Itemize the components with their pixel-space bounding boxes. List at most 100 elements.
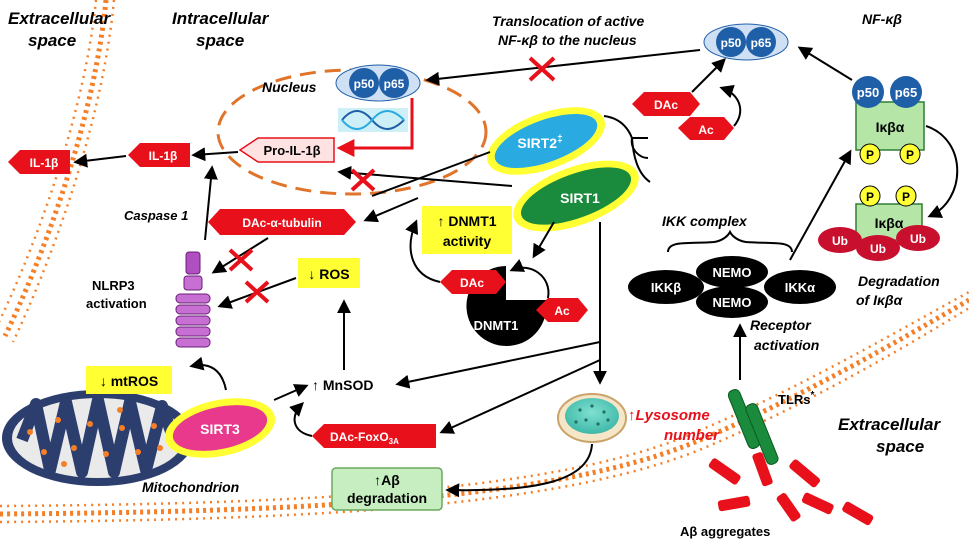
cyto-p50-label: p50 [721,36,742,50]
intracellular-label: Intracellular [172,9,270,28]
nucleus-p50-p65-dimer: p50 p65 [335,64,421,102]
membrane-left [0,0,116,343]
ros-box: ↓ ROS [298,258,360,288]
arrow-translocation [425,49,701,86]
dna-icon [338,108,408,132]
dac-foxo-sub: 3A [389,437,399,446]
receptor-label: Receptor [750,317,812,333]
phospho-label-2: P [906,148,914,162]
tlr-receptor-icon [727,389,779,465]
ub-label-1: Ub [832,234,848,248]
pro-il1b-label: Pro-IL-1β [263,143,320,158]
sirt2-mark: ‡ [557,134,563,145]
il1b-inner-label: IL-1β [149,149,178,163]
ac-dnmt1-label: Ac [554,304,570,318]
lysosome-label-2: number [664,427,720,444]
dac-tubulin-box: DAc-α-tubulin [208,209,356,235]
arrow-ac-dac-right [719,84,742,127]
ikk-complex: IKKβ NEMO NEMO IKKα [628,256,836,318]
sirt2-protein: SIRT2‡ [486,107,606,175]
dnmt1-activity-label: ↑ DNMT1 [437,213,496,229]
ub-label-2: Ub [870,242,886,256]
sirt1-label: SIRT1 [560,190,600,206]
il1b-extracellular: IL-1β [8,150,70,174]
nfkb-complex-top: p50 p65 Iκβα P P [852,76,925,165]
sirt2-label: SIRT2 [517,135,557,151]
nlrp3-label-2: activation [86,296,147,311]
ikkb-label: IKKβ [651,280,681,295]
ros-label: ↓ ROS [308,266,349,282]
block-x-ros [244,280,270,304]
nemo-label-1: NEMO [713,265,752,280]
degradation-label: Degradation [858,273,940,289]
lysosome-label: ↑Lysosome [628,407,710,424]
arrow-sirt3-nlrp3 [189,356,227,391]
dac-dnmt1-label: DAc [460,276,484,290]
nemo-label-2: NEMO [713,295,752,310]
membrane-bottom-right [0,290,969,524]
phospho-label-3: P [866,190,874,204]
arrow-sirt3-mnsod [273,384,309,401]
mitochondrion-icon [2,390,194,486]
ub-label-3: Ub [910,232,926,246]
ikba-label: Iκβα [876,119,905,135]
block-x-tubulin [228,248,254,272]
ikka-label: IKKα [785,280,815,295]
pro-il1b-box: Pro-IL-1β [238,137,335,163]
svg-text:SIRT2‡: SIRT2‡ [517,134,562,151]
tlrs-mark: * [811,390,815,401]
arrow-sirt1-dnmt1 [532,221,555,259]
mtros-label: ↓ mtROS [100,373,158,389]
block-x-sirt [350,168,376,192]
arrow-dac-to-p50p65 [691,58,726,93]
degradation-label-2: of Iκβα [856,292,904,308]
arrow-foxo-mnsod [289,402,313,437]
extracellular-label-left: Extracellular [8,9,111,28]
il1b-outer-label: IL-1β [30,156,59,170]
arrow-release-p50p65 [797,46,853,81]
receptor-label-2: activation [754,337,819,353]
nucleus-p65-label: p65 [384,77,405,91]
abeta-aggregates-icon [708,452,874,526]
dac-tubulin-label: DAc-α-tubulin [242,216,321,230]
ikba-degradation-complex: P P Iκβα Ub Ub Ub [818,185,940,261]
sirt1-protein: SIRT1 [513,160,639,232]
phospho-label-1: P [866,148,874,162]
nfkb-title: NF-κβ [862,11,902,27]
nlrp3-inflammasome-icon [175,251,211,348]
arrow-proil-to-il1b [191,147,239,162]
mitochondrion-label: Mitochondrion [142,479,239,495]
dnmt1-activity-box: ↑ DNMT1 activity [422,206,512,254]
abeta-deg-label-2: degradation [347,490,427,506]
abeta-deg-label: ↑Aβ [374,472,400,488]
phospho-label-4: P [902,190,910,204]
svg-text:DAc-FoxO3A: DAc-FoxO3A [330,430,399,446]
ikk-title: IKK complex [662,213,748,229]
abeta-aggregates-label: Aβ aggregates [680,524,770,539]
caspase-label: Caspase 1 [124,208,188,223]
arrow-sirt1-mnsod [395,341,601,389]
arrow-il1b-out [73,153,127,168]
abeta-degradation-box: ↑Aβ degradation [331,467,443,511]
arrow-tubulin-nlrp3 [211,237,269,274]
arrow-dac-dnmt1activity [405,219,441,283]
extracellular-label-left-2: space [28,31,76,50]
lysosome-icon [557,393,627,443]
intracellular-label-2: space [196,31,244,50]
dnmt1-activity-label-2: activity [443,233,491,249]
arrow-ac-dac-dnmt1 [509,259,550,299]
ikk-bracket [667,229,793,253]
arrow-ikk-phosphorylation [789,149,852,261]
line-sirt2-nucleus [371,151,491,197]
dac-dnmt1-box: DAc [440,270,506,294]
transcription-arrow [336,98,414,157]
cytoplasm-p50-p65-dimer: p50 p65 [703,23,789,61]
dac-foxo-label: DAc-FoxO [330,430,389,444]
translocation-label-2: NF-κβ to the nucleus [498,32,637,48]
bracket-sirt-deac [603,115,651,183]
ikba-deg-label: Iκβα [875,215,904,231]
nucleus-p50-label: p50 [354,77,375,91]
sirt3-protein: SIRT3 [164,398,276,458]
dac-right-label: DAc [654,98,678,112]
